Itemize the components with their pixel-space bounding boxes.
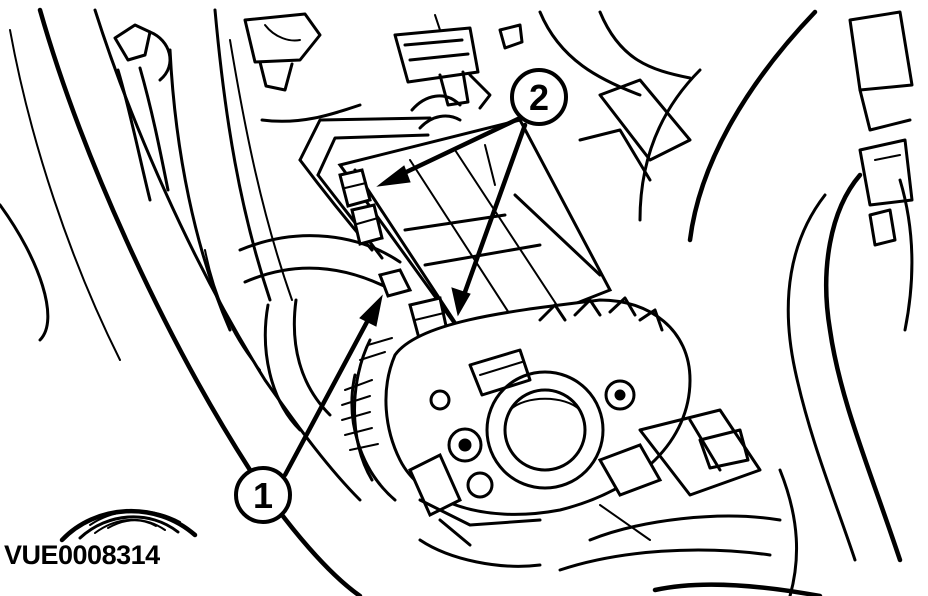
callout-leaders [282,115,528,478]
ford-arc-logo-icon [59,508,198,543]
callout-2: 2 [510,68,568,126]
upper-left-components [113,12,362,202]
electrical-connector [393,14,524,110]
lower-components [418,408,823,596]
callout-1-label: 1 [253,475,273,516]
upper-right-components [538,9,914,563]
callout-2-label: 2 [529,77,549,118]
body-panel-lines [0,7,363,596]
coolant-hose [204,234,402,432]
wiring-harness [298,94,462,260]
callout-1: 1 [234,466,292,524]
alternator [341,296,692,527]
reference-code: VUE0008314 [4,540,160,570]
